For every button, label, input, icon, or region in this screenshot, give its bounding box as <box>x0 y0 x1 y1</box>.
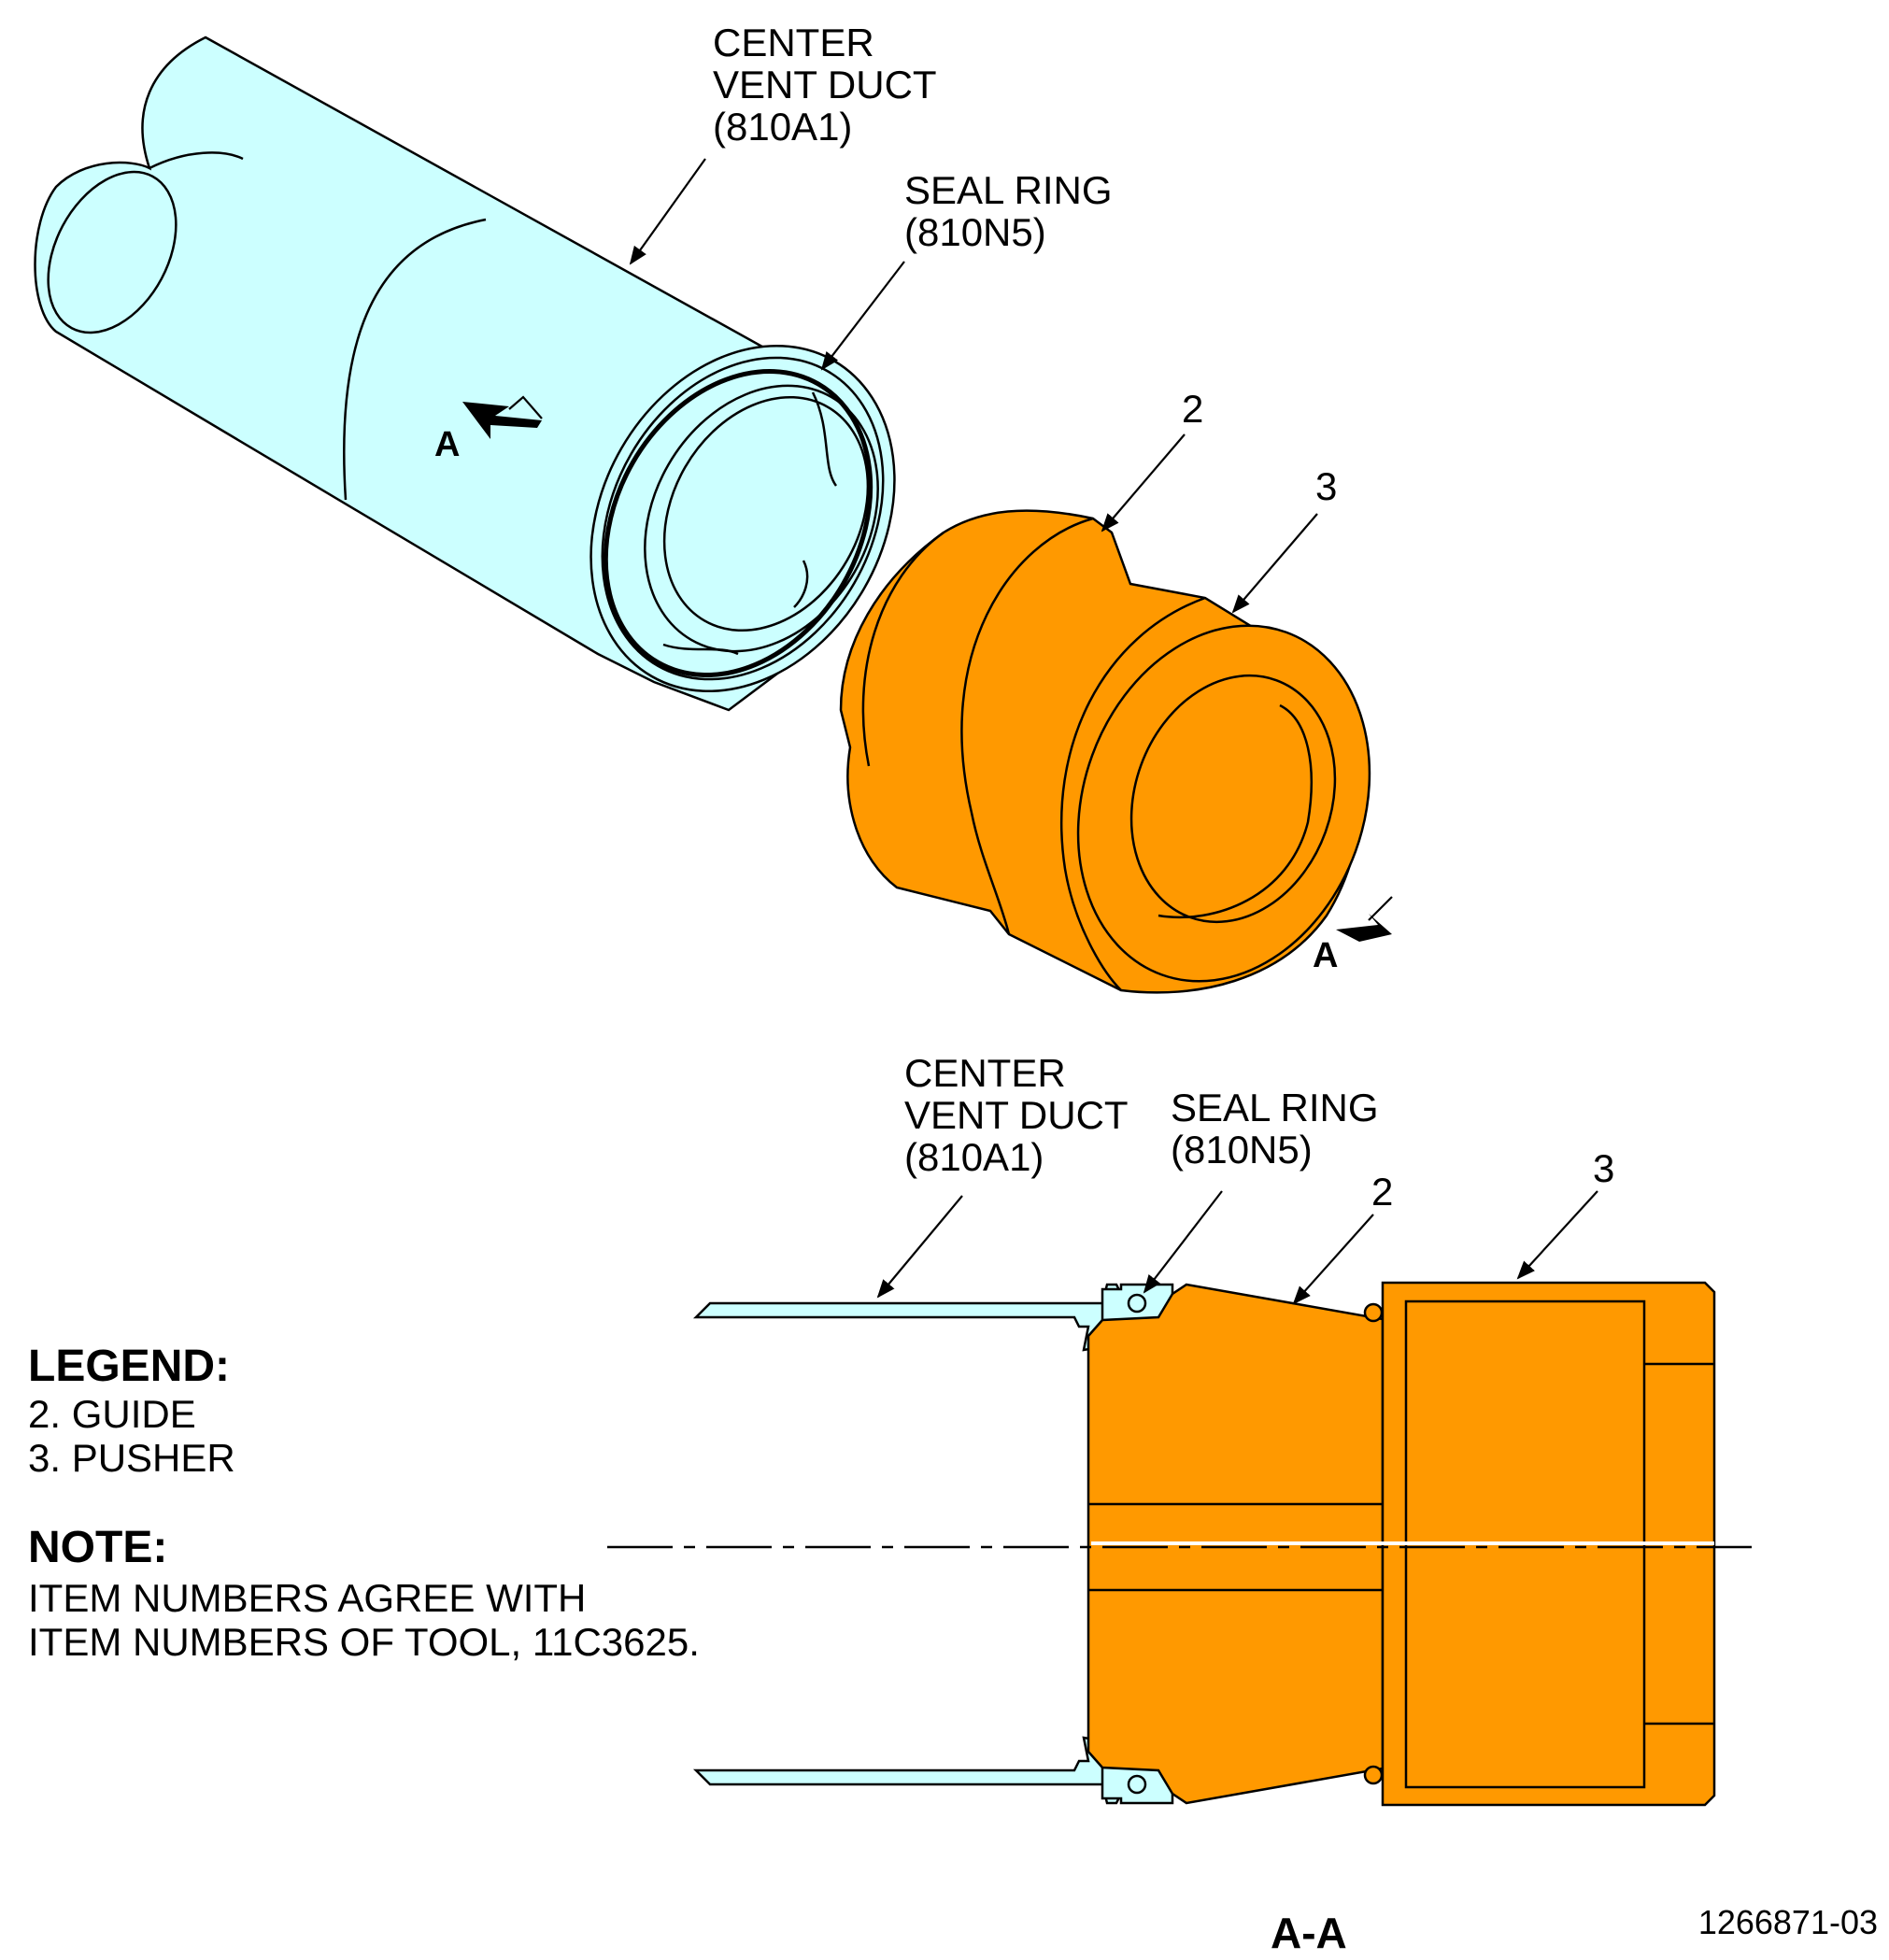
note-line2: ITEM NUMBERS OF TOOL, 11C3625. <box>28 1620 700 1664</box>
guide-callout-section: 2 <box>1292 1170 1393 1305</box>
seal-label-line1: SEAL RING <box>904 168 1113 212</box>
center-vent-duct-iso <box>34 36 896 712</box>
pusher-callout-iso: 3 <box>1231 464 1337 614</box>
legend: LEGEND: 2. GUIDE 3. PUSHER <box>28 1342 235 1480</box>
duct-label-line2: VENT DUCT <box>904 1093 1129 1137</box>
duct-label-line1: CENTER <box>713 21 874 64</box>
guide-callout-iso: 2 <box>1101 387 1203 533</box>
isometric-view: A A CENTER VENT DUCT (810A1) SEAL RING <box>34 21 1393 994</box>
duct-label-line3: (810A1) <box>713 105 852 149</box>
item-number-2-section: 2 <box>1371 1170 1393 1214</box>
section-marker-lower: A <box>1313 896 1393 975</box>
legend-item-pusher: 3. PUSHER <box>28 1436 235 1480</box>
duct-label-line3: (810A1) <box>904 1135 1044 1179</box>
seal-label-line2: (810N5) <box>1171 1128 1313 1172</box>
duct-callout-section: CENTER VENT DUCT (810A1) <box>876 1051 1129 1299</box>
section-mark-a-lower: A <box>1313 936 1338 975</box>
section-marker-upper: A <box>434 395 543 464</box>
note-line1: ITEM NUMBERS AGREE WITH <box>28 1576 586 1620</box>
section-view: CENTER VENT DUCT (810A1) SEAL RING (810N… <box>607 1051 1752 1957</box>
legend-title: LEGEND: <box>28 1342 230 1391</box>
section-mark-a-upper: A <box>434 425 460 464</box>
note: NOTE: ITEM NUMBERS AGREE WITH ITEM NUMBE… <box>28 1523 700 1664</box>
seal-callout-section: SEAL RING (810N5) <box>1143 1086 1379 1294</box>
duct-label-line1: CENTER <box>904 1051 1066 1095</box>
figure-id: 1266871-03 <box>1698 1903 1878 1941</box>
item-number-2-iso: 2 <box>1182 387 1203 431</box>
legend-item-guide: 2. GUIDE <box>28 1392 196 1436</box>
seal-callout-iso: SEAL RING (810N5) <box>820 168 1113 371</box>
note-title: NOTE: <box>28 1523 167 1572</box>
pusher-callout-section: 3 <box>1516 1146 1614 1280</box>
seal-label-line2: (810N5) <box>904 210 1046 254</box>
item-number-3-section: 3 <box>1593 1146 1614 1190</box>
section-title: A-A <box>1271 1909 1347 1957</box>
duct-callout-iso: CENTER VENT DUCT (810A1) <box>629 21 937 265</box>
item-number-3-iso: 3 <box>1315 464 1337 508</box>
guide-pusher-iso <box>839 509 1371 994</box>
seal-label-line1: SEAL RING <box>1171 1086 1379 1129</box>
duct-label-line2: VENT DUCT <box>713 63 937 107</box>
